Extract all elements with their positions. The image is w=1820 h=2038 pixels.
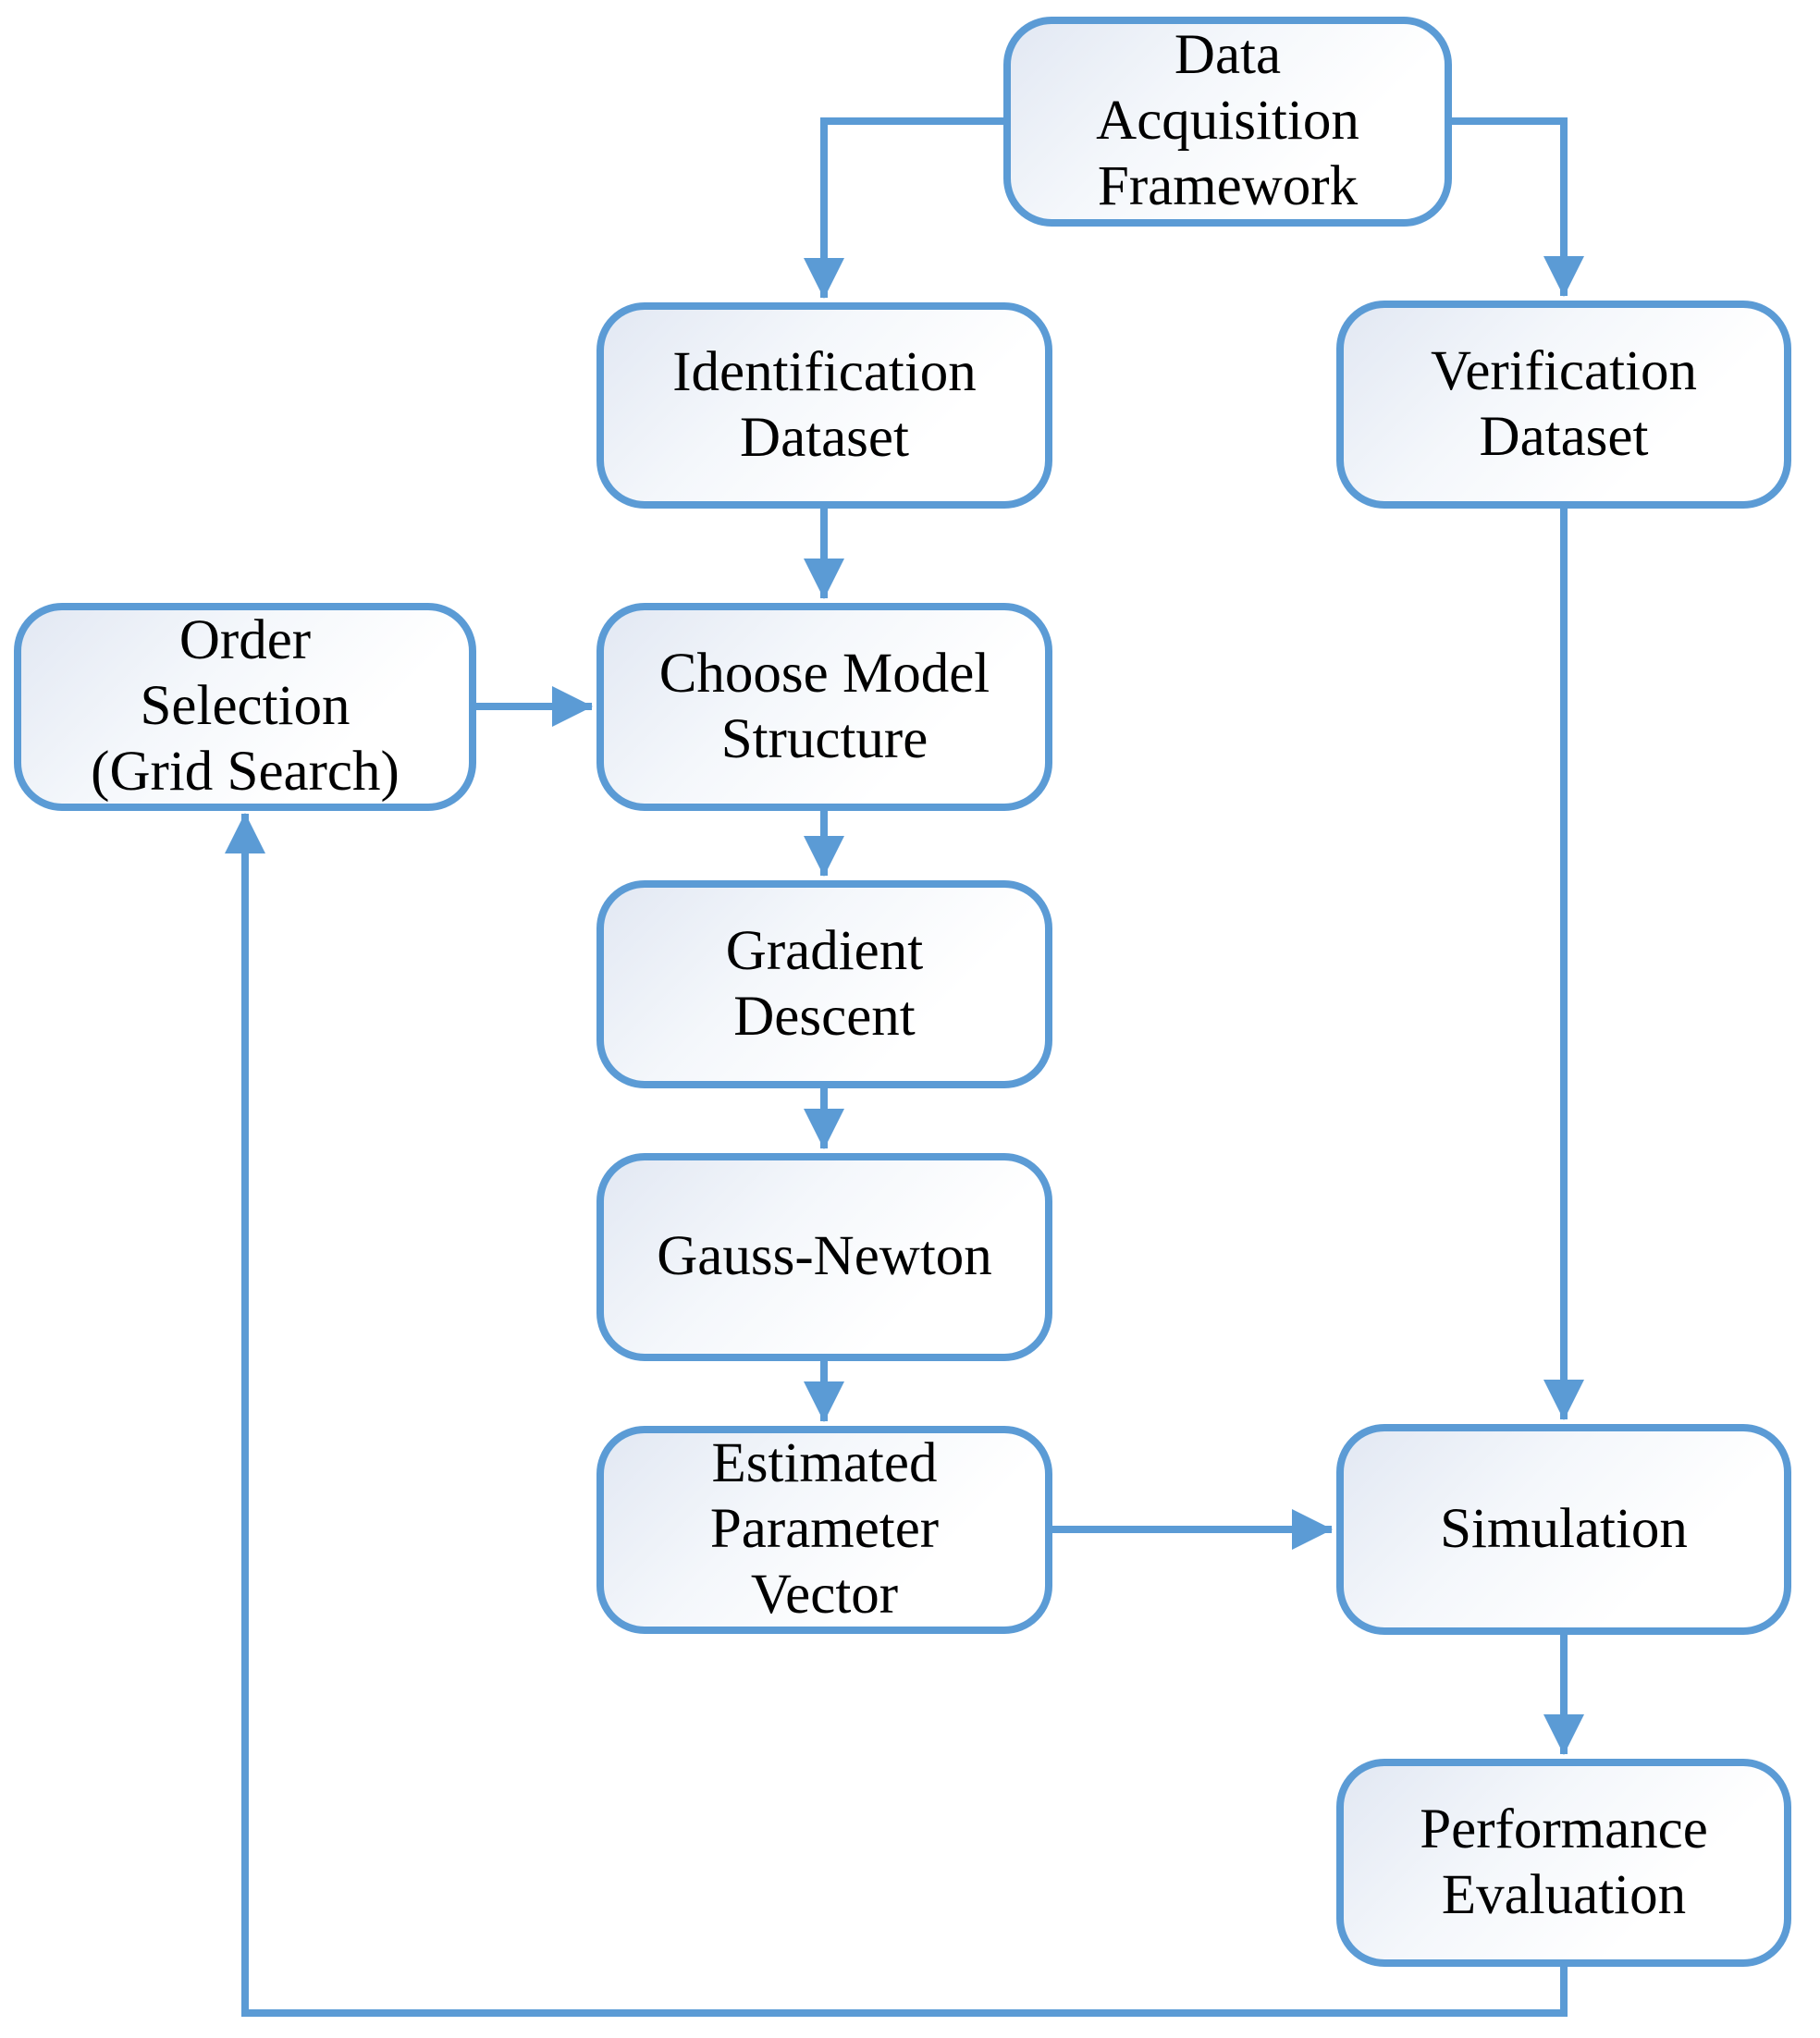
node-label-identification-dataset: Identification Dataset (672, 340, 977, 469)
node-label-choose-model-structure: Choose Model Structure (658, 642, 990, 770)
node-label-order-selection: Order Selection (Grid Search) (91, 609, 400, 803)
node-label-simulation: Simulation (1440, 1497, 1688, 1560)
edge-data-acquisition-to-identification (804, 117, 1003, 299)
node-label-data-acquisition-framework: Data Acquisition Framework (1096, 24, 1359, 217)
node-estimated-parameter-vector: Estimated Parameter Vector (596, 1426, 1052, 1634)
node-order-selection: Order Selection (Grid Search) (14, 603, 476, 811)
edge-data-acquisition-to-verification (1452, 117, 1584, 297)
node-label-performance-evaluation: Performance Evaluation (1420, 1798, 1708, 1926)
node-verification-dataset: Verification Dataset (1336, 301, 1791, 509)
node-performance-evaluation: Performance Evaluation (1336, 1759, 1791, 1967)
node-data-acquisition-framework: Data Acquisition Framework (1003, 17, 1452, 227)
node-label-estimated-parameter-vector: Estimated Parameter Vector (709, 1432, 940, 1626)
node-identification-dataset: Identification Dataset (596, 302, 1052, 509)
node-gradient-descent: Gradient Descent (596, 880, 1052, 1088)
node-gauss-newton: Gauss-Newton (596, 1153, 1052, 1361)
node-label-verification-dataset: Verification Dataset (1431, 339, 1697, 468)
node-label-gauss-newton: Gauss-Newton (657, 1225, 992, 1288)
node-choose-model-structure: Choose Model Structure (596, 603, 1052, 811)
node-simulation: Simulation (1336, 1424, 1791, 1635)
node-label-gradient-descent: Gradient Descent (725, 919, 924, 1048)
